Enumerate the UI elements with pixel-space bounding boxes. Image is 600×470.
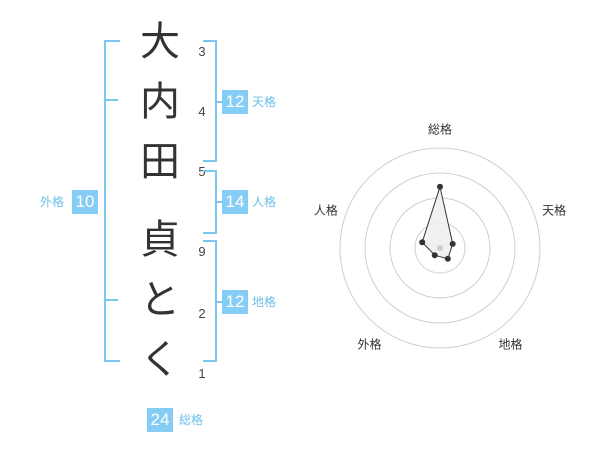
- stroke-count-5: 2: [198, 306, 206, 321]
- radar-point-4: [431, 252, 438, 259]
- chikaku-badge: 12: [222, 290, 248, 314]
- name-char-2: 内: [140, 79, 180, 125]
- stroke-count-3: 5: [198, 164, 206, 179]
- radar-point-3: [444, 255, 451, 262]
- stroke-count-1: 3: [198, 44, 206, 59]
- gaikaku-bracket: [104, 40, 120, 362]
- gaikaku-label: 外格: [40, 195, 65, 209]
- jinkaku-label: 人格: [252, 195, 277, 209]
- name-char-1: 大: [140, 19, 180, 65]
- tenkaku-label: 天格: [252, 95, 277, 109]
- radar-ring-3: [364, 172, 516, 324]
- gaikaku-badge: 10: [72, 190, 98, 214]
- radar-ring-4: [339, 147, 541, 349]
- stroke-count-4: 9: [198, 244, 206, 259]
- soukaku-label: 総格: [179, 413, 204, 427]
- radar-axis-label-4: 外格: [357, 337, 381, 352]
- radar-series-shape: [421, 184, 454, 260]
- radar-point-2: [449, 240, 456, 247]
- jinkaku-connector: [215, 201, 223, 203]
- jinkaku-badge: 14: [222, 190, 248, 214]
- name-char-3: 田: [140, 139, 180, 185]
- chikaku-label: 地格: [252, 295, 277, 309]
- stroke-count-6: 1: [198, 366, 206, 381]
- stroke-count-2: 4: [198, 104, 206, 119]
- name-char-6: く: [140, 337, 180, 383]
- radar-point-5: [419, 239, 426, 246]
- tenkaku-badge: 12: [222, 90, 248, 114]
- gaikaku-bracket-tick-top: [104, 99, 118, 101]
- name-char-4: 貞: [140, 217, 180, 263]
- chikaku-connector: [215, 301, 223, 303]
- radar-point-1: [437, 183, 443, 190]
- tenkaku-connector: [215, 101, 223, 103]
- radar-axis-label-1: 総格: [428, 122, 452, 137]
- radar-axis-label-2: 天格: [542, 202, 566, 217]
- gaikaku-bracket-tick-bottom: [104, 299, 118, 301]
- radar-axis-label-3: 地格: [498, 337, 522, 352]
- soukaku-badge: 24: [147, 408, 173, 432]
- name-char-5: と: [140, 277, 180, 323]
- radar-center-dot: [437, 245, 443, 251]
- radar-axis-label-5: 人格: [314, 202, 338, 217]
